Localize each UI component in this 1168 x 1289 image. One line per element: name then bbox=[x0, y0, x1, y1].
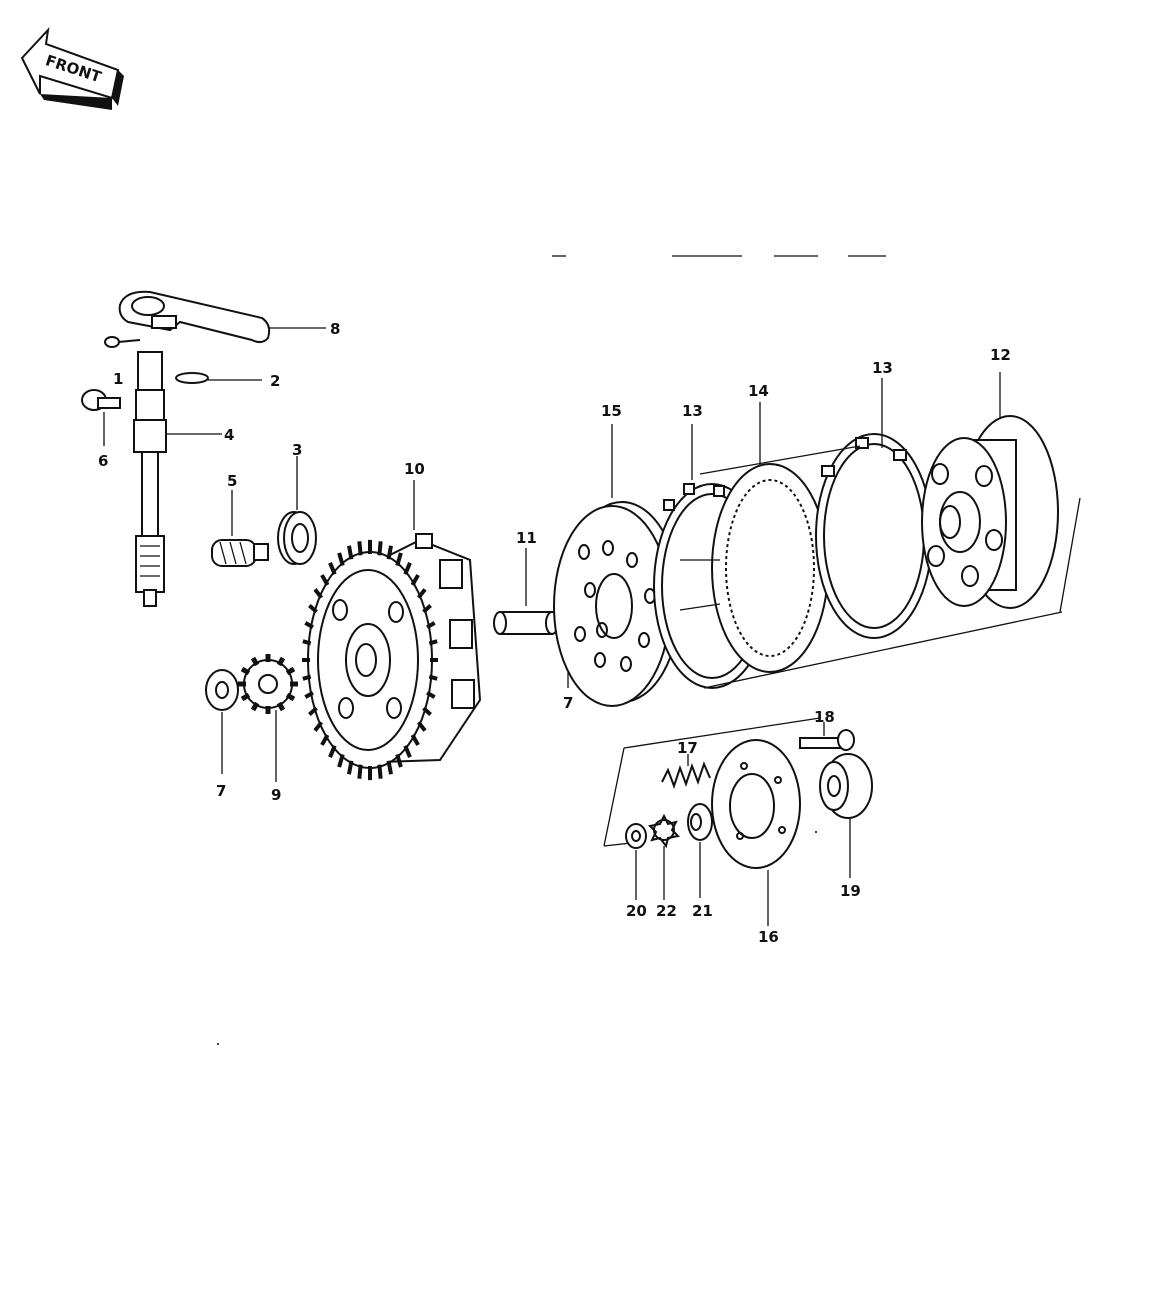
callout-6: 6 bbox=[98, 452, 108, 470]
gear-tooth bbox=[347, 760, 354, 775]
gear-tooth bbox=[357, 541, 363, 556]
gear-tooth bbox=[386, 760, 393, 775]
gear-tooth bbox=[428, 674, 438, 681]
part-3-bearing bbox=[277, 456, 317, 565]
callout-19: 19 bbox=[840, 882, 861, 900]
gear-tooth bbox=[377, 764, 383, 779]
gear-tooth bbox=[377, 541, 383, 556]
gear-tooth bbox=[313, 588, 324, 599]
callout-12: 12 bbox=[990, 346, 1011, 364]
callout-22: 22 bbox=[656, 902, 677, 920]
part-13-plate-right bbox=[815, 378, 933, 639]
part-9-small-gear bbox=[238, 654, 298, 782]
part-18-bolt bbox=[799, 722, 855, 751]
gear-tooth bbox=[337, 753, 345, 768]
gear-tooth bbox=[403, 744, 412, 758]
gear-tooth bbox=[395, 552, 403, 567]
part-21-nut bbox=[687, 803, 713, 898]
callout-14: 14 bbox=[748, 382, 769, 400]
gear-tooth bbox=[403, 562, 412, 576]
gear-tooth bbox=[422, 603, 432, 614]
gear-tooth bbox=[320, 733, 330, 746]
gear-tooth bbox=[328, 744, 337, 758]
speck bbox=[217, 1043, 219, 1045]
gear-tooth bbox=[313, 721, 324, 732]
part-8-release-lever bbox=[118, 290, 326, 344]
callout-2: 2 bbox=[270, 372, 280, 390]
callout-3: 3 bbox=[292, 441, 302, 459]
gear-tooth bbox=[302, 674, 312, 681]
gear-tooth bbox=[428, 639, 438, 646]
gear-tooth bbox=[240, 692, 251, 702]
gear-tooth bbox=[416, 588, 427, 599]
part-1-bolt bbox=[104, 336, 141, 348]
gear-tooth bbox=[426, 621, 436, 629]
gear-tooth bbox=[386, 545, 393, 560]
callout-13-right: 13 bbox=[872, 359, 893, 377]
callout-20: 20 bbox=[626, 902, 647, 920]
callout-9: 9 bbox=[271, 786, 281, 804]
gear-tooth bbox=[395, 753, 403, 768]
callout-8: 8 bbox=[330, 320, 340, 338]
callout-4: 4 bbox=[224, 426, 234, 444]
speck bbox=[815, 831, 817, 833]
part-15-pressure-plate bbox=[553, 424, 681, 707]
part-22-star-washer bbox=[647, 813, 681, 900]
front-arrow-badge: FRONT bbox=[20, 26, 124, 110]
callout-16: 16 bbox=[758, 928, 779, 946]
gear-tooth bbox=[410, 574, 420, 587]
part-4-release-shaft bbox=[133, 351, 222, 607]
gear-tooth bbox=[250, 656, 260, 667]
callout-15: 15 bbox=[601, 402, 622, 420]
gear-tooth bbox=[285, 666, 296, 676]
gear-tooth bbox=[320, 574, 330, 587]
callout-21: 21 bbox=[692, 902, 713, 920]
gear-tooth bbox=[308, 706, 318, 717]
part-6-screw bbox=[81, 389, 121, 446]
gear-tooth bbox=[276, 701, 286, 712]
callout-5: 5 bbox=[227, 472, 237, 490]
callout-labels: 1 2 3 4 5 6 7 7 8 9 10 11 12 13 13 14 15… bbox=[98, 320, 1011, 946]
gear-tooth bbox=[285, 692, 296, 702]
gear-tooth bbox=[304, 691, 314, 699]
callout-18: 18 bbox=[814, 708, 835, 726]
part-12-clutch-hub bbox=[921, 372, 1059, 609]
part-10-clutch-housing bbox=[302, 480, 482, 781]
gear-tooth bbox=[240, 666, 251, 676]
callout-13-left: 13 bbox=[682, 402, 703, 420]
part-16-lifter-plate bbox=[711, 739, 801, 926]
gear-tooth bbox=[410, 733, 420, 746]
part-11-sleeve bbox=[493, 548, 559, 635]
part-17-spring bbox=[661, 754, 711, 789]
callout-7-center: 7 bbox=[563, 694, 573, 712]
callout-7-left: 7 bbox=[216, 782, 226, 800]
part-5-worm bbox=[211, 490, 269, 567]
gear-tooth bbox=[304, 621, 314, 629]
gear-tooth bbox=[416, 721, 427, 732]
part-7-washer-left bbox=[205, 669, 239, 774]
callout-1: 1 bbox=[113, 370, 123, 388]
gear-tooth bbox=[357, 764, 363, 779]
callout-11: 11 bbox=[516, 529, 537, 547]
gear-tooth bbox=[347, 545, 354, 560]
part-19-cap bbox=[819, 753, 873, 878]
gear-tooth bbox=[337, 552, 345, 567]
gear-tooth bbox=[426, 691, 436, 699]
callout-10: 10 bbox=[404, 460, 425, 478]
callout-17: 17 bbox=[677, 739, 698, 757]
part-20-washer bbox=[625, 823, 647, 900]
gear-tooth bbox=[250, 701, 260, 712]
gear-tooth bbox=[276, 656, 286, 667]
gear-tooth bbox=[328, 562, 337, 576]
gear-tooth bbox=[308, 603, 318, 614]
part-14-friction-plate bbox=[711, 402, 829, 673]
gear-tooth bbox=[422, 706, 432, 717]
gear-tooth bbox=[302, 639, 312, 646]
part-2-o-ring bbox=[175, 372, 262, 384]
